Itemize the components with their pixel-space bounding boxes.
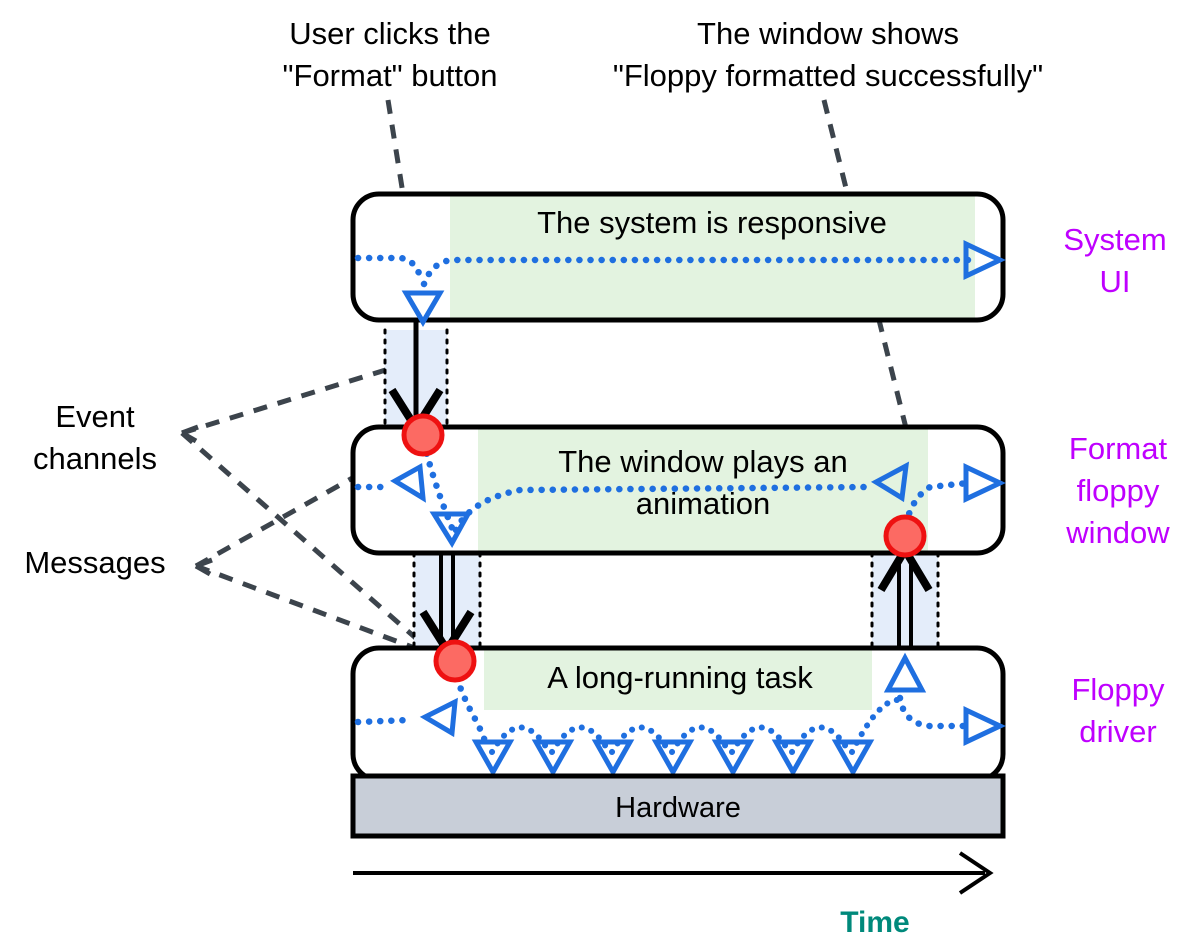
lane-format-floppy-window-caption-line2: animation bbox=[636, 486, 770, 521]
lane-label-floppy-driver: Floppy driver bbox=[1071, 672, 1165, 749]
lane-label-system-ui-line1: System bbox=[1063, 222, 1166, 257]
event-marker-window-receive bbox=[390, 462, 426, 503]
event-marker-window-continue bbox=[963, 463, 1006, 503]
annotation-window-shows-line1: The window shows bbox=[697, 16, 959, 51]
message-dot-window-receive bbox=[401, 413, 445, 457]
label-event-channels: Event channels bbox=[33, 399, 157, 476]
message-dot-window-result bbox=[883, 514, 927, 558]
leader-event-channels-lower bbox=[180, 431, 420, 642]
lane-label-floppy-driver-line1: Floppy bbox=[1071, 672, 1165, 707]
event-marker-window-receive-complete bbox=[870, 461, 910, 503]
lane-label-format-floppy-window-line1: Format bbox=[1069, 431, 1168, 466]
event-flow-driver-pre bbox=[354, 716, 414, 726]
leader-messages-upper bbox=[194, 437, 422, 569]
label-messages: Messages bbox=[24, 545, 165, 580]
lane-label-format-floppy-window: Format floppy window bbox=[1065, 431, 1170, 550]
lane-label-floppy-driver-line2: driver bbox=[1079, 714, 1157, 749]
annotation-window-shows: The window shows "Floppy formatted succe… bbox=[613, 16, 1043, 93]
event-marker-driver-continue bbox=[963, 706, 1006, 746]
event-flow-window-branch-down bbox=[420, 439, 456, 532]
event-marker-hw-5 bbox=[711, 739, 755, 778]
event-marker-hw-2 bbox=[531, 739, 575, 778]
event-marker-ui-emit bbox=[401, 290, 445, 327]
lane-label-format-floppy-window-line3: window bbox=[1065, 515, 1170, 550]
label-event-channels-line1: Event bbox=[55, 399, 135, 434]
event-marker-driver-emit-up bbox=[883, 652, 927, 693]
event-flow-window-main bbox=[452, 483, 874, 534]
event-marker-hw-1 bbox=[471, 739, 515, 778]
time-axis: Time bbox=[353, 851, 994, 939]
message-dot-driver-receive bbox=[433, 639, 477, 683]
hardware-label: Hardware bbox=[615, 792, 741, 824]
hardware-bar: Hardware bbox=[350, 773, 1006, 839]
lane-label-system-ui: System UI bbox=[1063, 222, 1166, 299]
event-marker-ui-continue bbox=[963, 240, 1006, 280]
annotation-window-shows-line2: "Floppy formatted successfully" bbox=[613, 58, 1043, 93]
annotation-click-format: User clicks the "Format" button bbox=[283, 16, 498, 93]
event-marker-window-emit bbox=[429, 511, 473, 548]
event-flow-ui-in bbox=[354, 254, 426, 286]
event-marker-hw-3 bbox=[591, 739, 635, 778]
event-flow-ui-main bbox=[420, 256, 976, 288]
lane-system-ui-caption: The system is responsive bbox=[537, 205, 887, 240]
leader-messages-arrowhead bbox=[194, 557, 213, 577]
leader-event-channels-arrowhead bbox=[180, 424, 199, 444]
hardware-box bbox=[350, 773, 1006, 839]
time-axis-label: Time bbox=[840, 906, 909, 939]
lane-label-format-floppy-window-line2: floppy bbox=[1077, 473, 1160, 508]
event-channel-driver-to-window bbox=[870, 551, 940, 655]
label-event-channels-line2: channels bbox=[33, 441, 157, 476]
lane-system-ui[interactable]: The system is responsive bbox=[350, 191, 1006, 323]
time-axis-arrowhead bbox=[958, 851, 994, 895]
lane-floppy-driver-caption: A long-running task bbox=[547, 660, 813, 695]
leader-event-channels-upper bbox=[181, 365, 393, 436]
event-flow-driver-out bbox=[896, 694, 972, 730]
lane-label-system-ui-line2: UI bbox=[1100, 264, 1131, 299]
event-marker-driver-receive bbox=[419, 697, 458, 738]
lane-format-floppy-window-caption-line1: The window plays an bbox=[558, 444, 848, 479]
event-marker-hw-7 bbox=[831, 739, 875, 778]
label-messages-text: Messages bbox=[24, 545, 165, 580]
annotation-click-format-line1: User clicks the bbox=[289, 16, 491, 51]
event-marker-hw-6 bbox=[771, 739, 815, 778]
annotation-click-format-line2: "Format" button bbox=[283, 58, 498, 93]
event-channel-window-to-driver bbox=[412, 551, 482, 655]
lane-floppy-driver-active-band bbox=[484, 650, 872, 710]
event-flow-window-out bbox=[902, 479, 972, 528]
event-marker-hw-4 bbox=[651, 739, 695, 778]
